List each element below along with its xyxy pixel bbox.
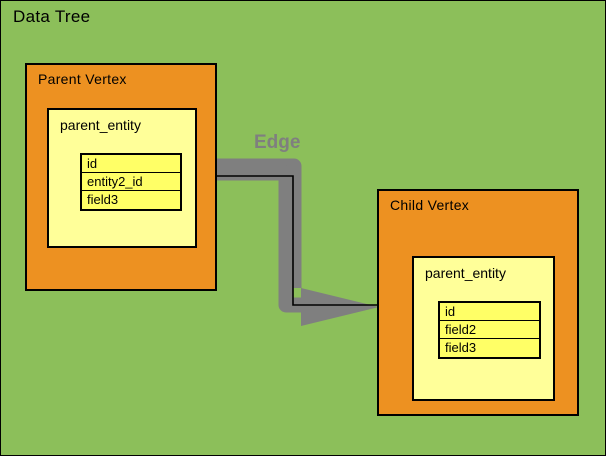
child-entity-field-table: id field2 field3 (438, 301, 541, 359)
table-row[interactable]: entity2_id (82, 173, 180, 191)
table-row[interactable]: id (82, 155, 180, 173)
edge-arrowhead-gray (301, 288, 379, 326)
parent-entity-name: parent_entity (60, 117, 141, 133)
edge-label: Edge (254, 132, 301, 153)
table-row[interactable]: field3 (440, 339, 539, 357)
child-entity-box[interactable]: parent_entity id field2 field3 (412, 256, 555, 401)
child-vertex-box[interactable]: Child Vertex parent_entity id field2 fie… (377, 189, 579, 416)
table-row[interactable]: field2 (440, 321, 539, 339)
parent-entity-field-table: id entity2_id field3 (80, 153, 182, 211)
table-row[interactable]: field3 (82, 191, 180, 209)
parent-vertex-box[interactable]: Parent Vertex parent_entity id entity2_i… (25, 63, 217, 291)
child-entity-name: parent_entity (425, 265, 506, 281)
table-row[interactable]: id (440, 303, 539, 321)
child-vertex-title: Child Vertex (390, 197, 470, 213)
page-title: Data Tree (13, 7, 91, 26)
parent-vertex-title: Parent Vertex (38, 71, 127, 87)
parent-entity-box[interactable]: parent_entity id entity2_id field3 (47, 108, 197, 248)
